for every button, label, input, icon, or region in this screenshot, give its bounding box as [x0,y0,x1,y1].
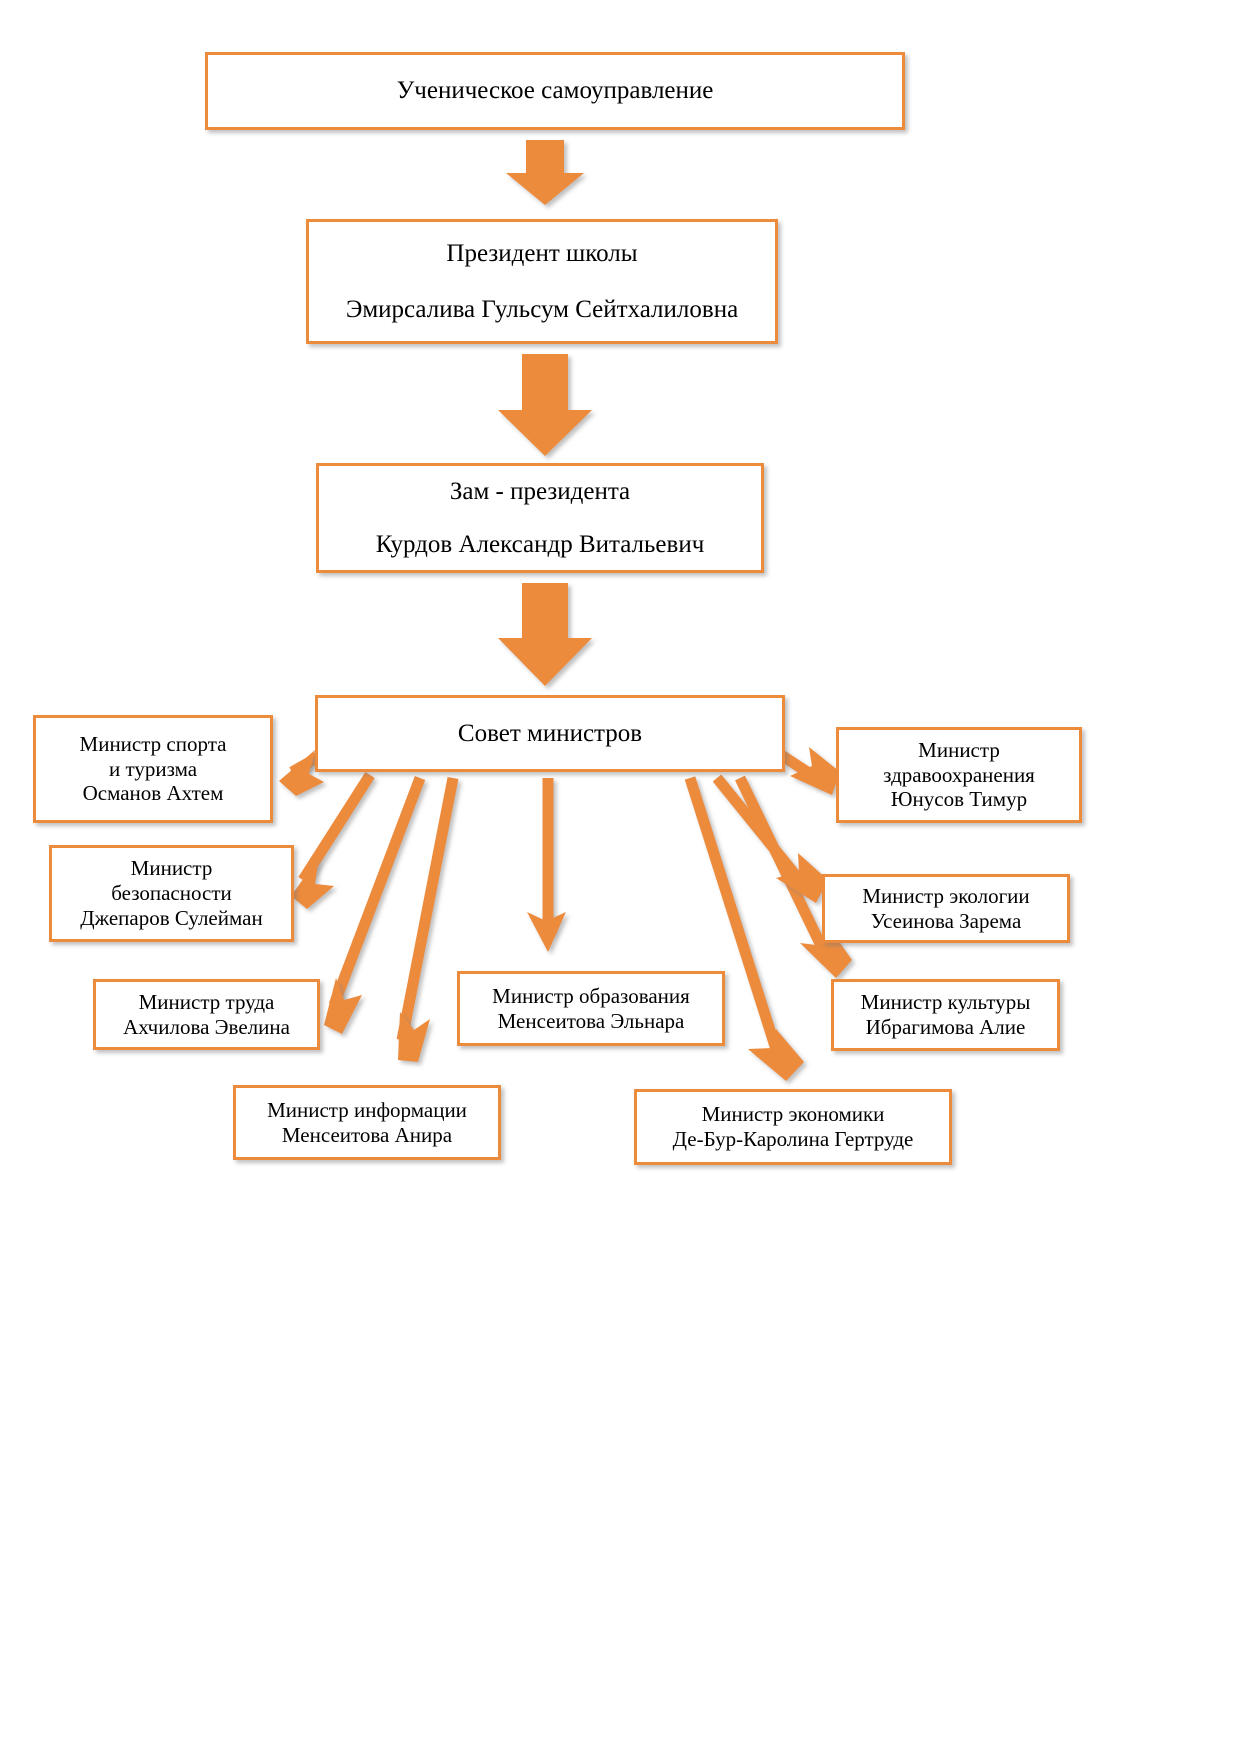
node-minister-information[interactable]: Министр информации Менсеитова Анира [233,1085,501,1160]
node-role-line-1: Министр информации [267,1097,467,1122]
arrow-council-to-labour [328,776,426,1007]
node-role-line-1: Министр культуры [860,990,1031,1015]
node-person-name: Эмирсалива Гульсум Сейтхалиловна [345,295,739,323]
arrowhead-information [398,1012,430,1062]
node-role-line-1: Министр спорта [79,731,227,756]
node-person-name: Джепаров Сулейман [80,905,263,930]
node-role-line-1: Министр образования [492,983,690,1008]
node-role: Президент школы [446,240,638,267]
node-role-line-1: Министр [130,856,213,881]
arrow-council-to-information [396,776,459,1042]
arrowhead-labour [324,978,362,1034]
arrow-vice-to-council [498,583,592,686]
node-person-name: Юнусов Тимур [890,787,1028,812]
node-minister-education[interactable]: Министр образования Менсеитова Эльнара [457,971,725,1046]
node-person-name: Ахчилова Эвелина [123,1014,290,1039]
node-minister-health[interactable]: Министр здравоохранения Юнусов Тимур [836,727,1082,823]
node-role-line-1: Министр экологии [862,883,1030,908]
node-role-line-2: и туризма [108,756,198,781]
node-council-of-ministers[interactable]: Совет министров [315,695,785,772]
node-student-self-government[interactable]: Ученическое самоуправление [205,52,905,130]
node-minister-culture[interactable]: Министр культуры Ибрагимова Алие [831,979,1060,1051]
node-minister-ecology[interactable]: Министр экологии Усеинова Зарема [822,874,1070,943]
node-role-line-2: здравоохранения [883,762,1035,787]
node-person-name: Ибрагимова Алие [865,1015,1026,1039]
arrow-president-to-vice [498,354,592,456]
arrowhead-health [790,747,840,795]
node-minister-labour[interactable]: Министр труда Ахчилова Эвелина [93,979,320,1050]
arrowhead-ecology [776,853,828,903]
node-president[interactable]: Президент школы Эмирсалива Гульсум Сейтх… [306,219,778,344]
node-person-name: Менсеитова Анира [281,1122,453,1147]
node-role-line-1: Министр [918,737,1000,762]
node-role: Зам - президента [449,477,631,505]
node-role-line-2: безопасности [111,881,232,906]
node-person-name: Усеинова Зарема [870,908,1022,933]
node-minister-economy[interactable]: Министр экономики Де-Бур-Каролина Гертру… [634,1089,952,1165]
node-minister-sport-tourism[interactable]: Министр спорта и туризма Османов Ахтем [33,715,273,823]
node-vice-president[interactable]: Зам - президента Курдов Александр Виталь… [316,463,764,573]
node-minister-security[interactable]: Министр безопасности Джепаров Сулейман [49,845,294,942]
node-person-name: Менсеитова Эльнара [497,1008,685,1033]
node-person-name: Курдов Александр Витальевич [375,531,705,558]
arrowhead-security [291,857,334,909]
arrow-council-to-culture [735,775,833,963]
node-person-name: Де-Бур-Каролина Гертруде [672,1127,914,1151]
arrowhead-education [527,912,566,952]
node-title: Ученическое самоуправление [396,77,714,105]
arrow-council-to-security [298,772,375,883]
arrow-council-to-ecology [712,774,811,892]
node-person-name: Османов Ахтем [82,781,224,806]
node-title: Совет министров [457,719,643,747]
node-role-line-1: Министр труда [138,989,275,1014]
node-role-line-1: Министр экономики [701,1102,885,1127]
arrowhead-economy [748,1029,804,1081]
arrow-root-to-president [506,140,584,205]
